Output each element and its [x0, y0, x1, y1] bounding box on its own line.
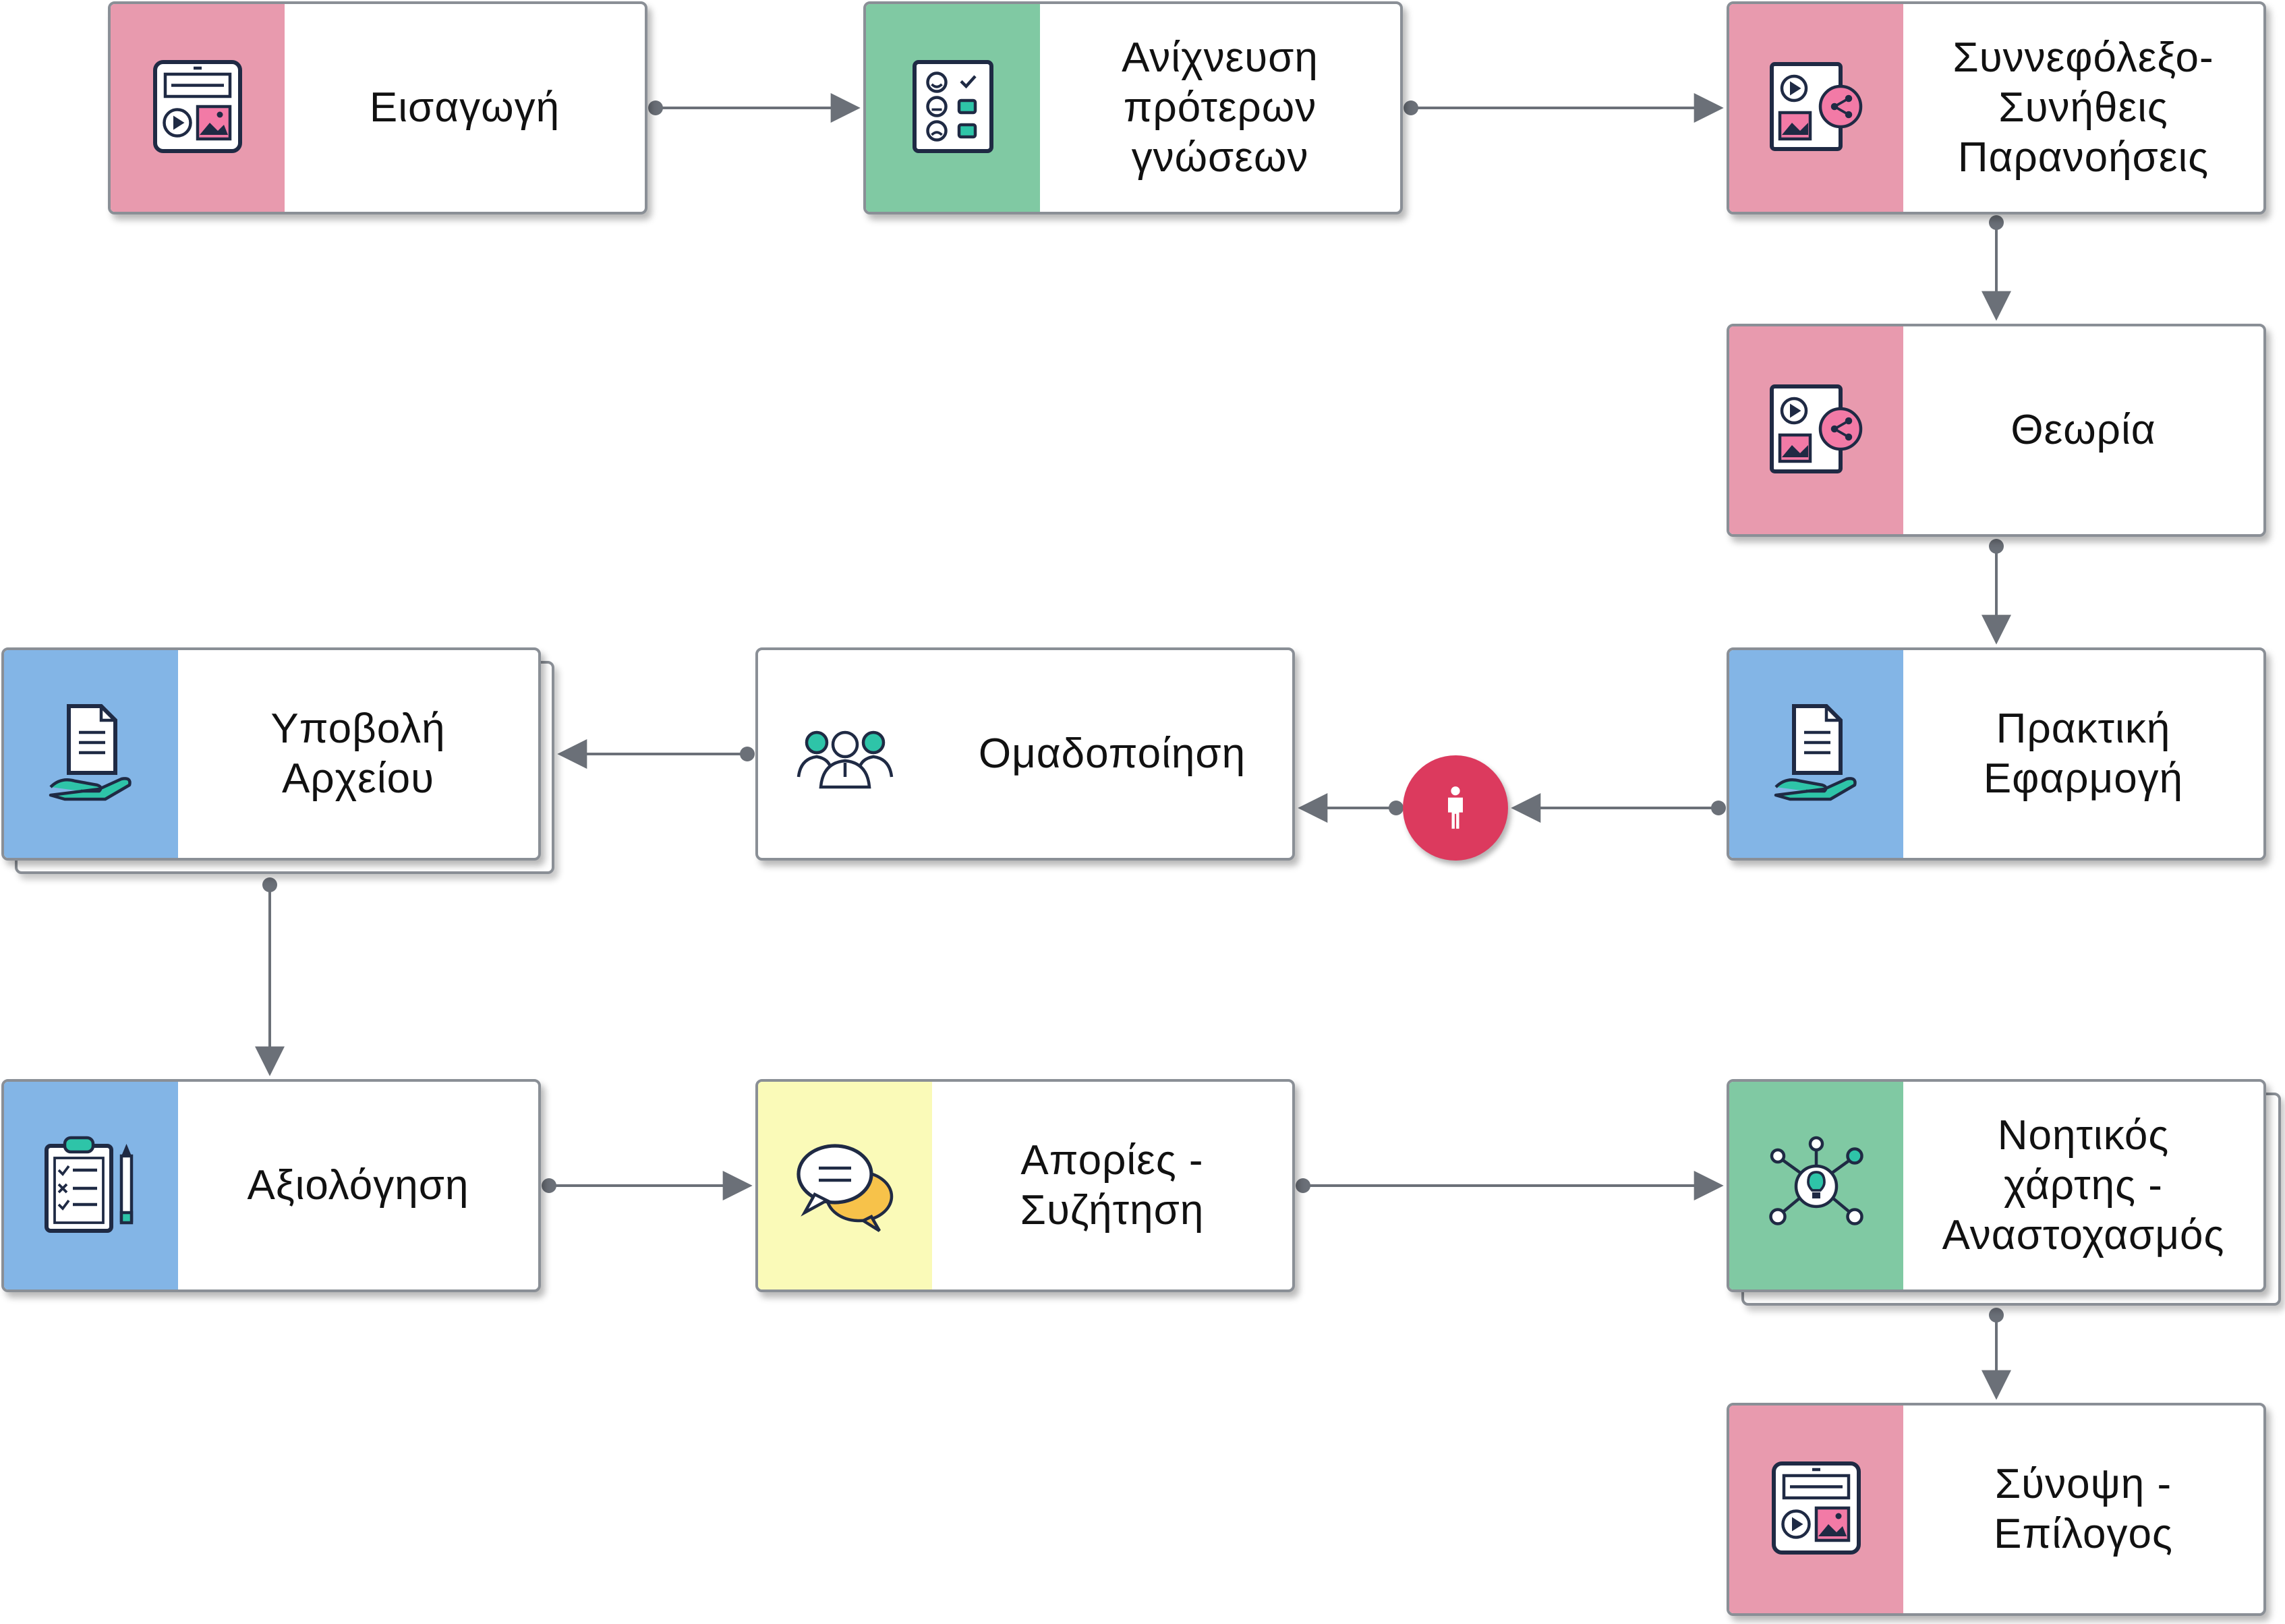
node-anichneusi[interactable]: Ανίχνευση πρότερων γνώσεων	[863, 1, 1403, 214]
connector-origin-dot	[1711, 801, 1726, 815]
survey-checklist-icon	[902, 56, 1004, 161]
connector-origin-dot	[1404, 100, 1418, 115]
document-hand-icon	[1766, 702, 1867, 807]
node-accent	[1729, 1405, 1903, 1613]
connector-origin-dot	[648, 100, 663, 115]
connector-origin-dot	[1989, 539, 2004, 554]
node-accent	[111, 4, 285, 212]
node-label: Ανίχνευση πρότερων γνώσεων	[1122, 34, 1319, 181]
node-label: Συννεφόλεξο- Συνήθεις Παρανοήσεις	[1953, 34, 2214, 181]
connector-origin-dot	[1989, 215, 2004, 230]
node-accent	[1729, 650, 1903, 858]
node-label: Νοητικός χάρτης - Αναστοχασμός	[1942, 1112, 2225, 1258]
connector-origin-dot	[1296, 1178, 1310, 1193]
node-accent	[1729, 1082, 1903, 1289]
node-accent	[1729, 326, 1903, 534]
node-accent	[758, 650, 932, 858]
node-accent	[4, 1082, 178, 1289]
connector-origin-dot	[1989, 1308, 2004, 1323]
media-board-icon	[1766, 1457, 1867, 1562]
node-ypovoli[interactable]: Υποβολή Αρχείου	[1, 647, 541, 861]
node-label: Θεωρία	[2011, 407, 2156, 453]
node-eisagogi[interactable]: Εισαγωγή	[108, 1, 647, 214]
node-label: Αξιολόγηση	[247, 1162, 469, 1209]
media-share-icon	[1766, 378, 1867, 483]
node-label: Απορίες - Συζήτηση	[1020, 1137, 1205, 1234]
clipboard-pencil-icon	[40, 1134, 142, 1238]
node-label: Ομαδοποίηση	[978, 730, 1246, 777]
node-apories[interactable]: Απορίες - Συζήτηση	[755, 1079, 1295, 1292]
node-axiologisi[interactable]: Αξιολόγηση	[1, 1079, 541, 1292]
node-omadopoiisi[interactable]: Ομαδοποίηση	[755, 647, 1295, 861]
node-accent	[866, 4, 1040, 212]
connector-origin-dot	[1389, 801, 1404, 815]
connector-origin-dot	[542, 1178, 556, 1193]
node-label: Εισαγωγή	[369, 84, 560, 131]
node-praktiki[interactable]: Πρακτική Εφαρμογή	[1727, 647, 2266, 861]
node-accent	[4, 650, 178, 858]
node-label: Πρακτική Εφαρμογή	[1983, 705, 2184, 802]
node-label: Σύνοψη - Επίλογος	[1994, 1461, 2173, 1557]
node-accent	[758, 1082, 932, 1289]
node-accent	[1729, 4, 1903, 212]
idea-network-icon	[1766, 1134, 1867, 1238]
connector-origin-dot	[740, 747, 755, 761]
node-theoria[interactable]: Θεωρία	[1727, 324, 2266, 537]
group-people-icon	[794, 702, 896, 807]
node-label: Υποβολή Αρχείου	[270, 705, 446, 802]
chat-bubbles-icon	[794, 1134, 896, 1238]
person-marker-icon[interactable]	[1403, 755, 1508, 861]
node-synnefolexo[interactable]: Συννεφόλεξο- Συνήθεις Παρανοήσεις	[1727, 1, 2266, 214]
connector-origin-dot	[262, 877, 277, 892]
document-hand-icon	[40, 702, 142, 807]
node-noitikos[interactable]: Νοητικός χάρτης - Αναστοχασμός	[1727, 1079, 2266, 1292]
media-board-icon	[147, 56, 248, 161]
node-synopsi[interactable]: Σύνοψη - Επίλογος	[1727, 1403, 2266, 1616]
media-share-icon	[1766, 56, 1867, 161]
